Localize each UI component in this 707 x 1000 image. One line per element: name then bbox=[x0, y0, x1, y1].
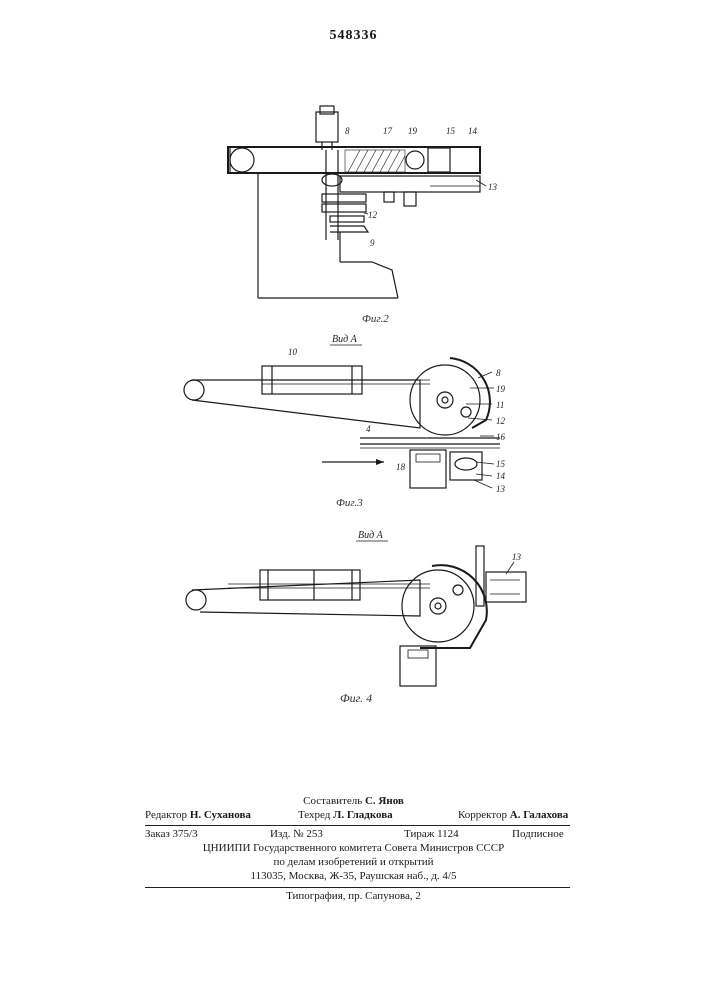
fig4-view-label: Вид А bbox=[358, 530, 384, 541]
subscription: Подписное bbox=[512, 828, 564, 840]
fig3-label-11: 11 bbox=[496, 400, 504, 410]
org-line-1: ЦНИИПИ Государственного комитета Совета … bbox=[0, 842, 707, 854]
fig2-label-14: 14 bbox=[468, 126, 478, 136]
edition: Изд. № 253 bbox=[270, 828, 323, 840]
editor: Редактор Н. Суханова bbox=[145, 809, 251, 821]
corrector-name: А. Галахова bbox=[510, 809, 569, 821]
fig3-label-19: 19 bbox=[496, 384, 506, 394]
figure-4 bbox=[186, 546, 526, 686]
divider-bottom bbox=[145, 887, 570, 888]
fig2-label-13: 13 bbox=[488, 182, 498, 192]
fig2-label-9: 9 bbox=[370, 238, 375, 248]
fig3-label-13: 13 bbox=[496, 484, 506, 494]
org-line-2: по делам изобретений и открытий bbox=[0, 856, 707, 868]
fig2-label-17: 17 bbox=[383, 126, 393, 136]
techred-name: Л. Гладкова bbox=[333, 809, 393, 821]
order: Заказ 375/3 bbox=[145, 828, 198, 840]
fig2-label-15: 15 bbox=[446, 126, 456, 136]
techred: Техред Л. Гладкова bbox=[298, 809, 393, 821]
fig3-label-15: 15 bbox=[496, 459, 506, 469]
fig3-view-label: Вид А bbox=[332, 334, 358, 345]
org-line-3: 113035, Москва, Ж-35, Раушская наб., д. … bbox=[0, 870, 707, 882]
fig4-label-13: 13 bbox=[512, 552, 522, 562]
editor-name: Н. Суханова bbox=[190, 809, 251, 821]
compiler-name: С. Янов bbox=[365, 795, 404, 807]
fig3-label-14: 14 bbox=[496, 471, 506, 481]
fig3-label-12: 12 bbox=[496, 416, 506, 426]
editor-label: Редактор bbox=[145, 809, 187, 821]
corrector: Корректор А. Галахова bbox=[458, 809, 568, 821]
fig2-label-19: 19 bbox=[408, 126, 418, 136]
compiler-label: Составитель bbox=[303, 795, 362, 807]
print-run: Тираж 1124 bbox=[404, 828, 459, 840]
fig3-caption: Фиг.3 bbox=[336, 497, 363, 509]
fig2-caption: Фиг.2 bbox=[362, 313, 389, 325]
fig2-label-8: 8 bbox=[345, 126, 350, 136]
fig3-label-4: 4 bbox=[366, 424, 371, 434]
fig3-label-18: 18 bbox=[396, 462, 406, 472]
printing-house: Типография, пр. Сапунова, 2 bbox=[0, 890, 707, 902]
divider-top bbox=[145, 825, 570, 826]
fig4-caption: Фиг. 4 bbox=[340, 691, 372, 705]
corrector-label: Корректор bbox=[458, 809, 507, 821]
technical-drawings: 8 17 19 15 14 13 12 9 Фиг.2 Вид А bbox=[0, 0, 707, 720]
fig3-label-10: 10 bbox=[288, 347, 298, 357]
fig3-label-16: 16 bbox=[496, 432, 506, 442]
fig3-label-8: 8 bbox=[496, 368, 501, 378]
techred-label: Техред bbox=[298, 809, 330, 821]
compiler-line: Составитель С. Янов bbox=[0, 795, 707, 807]
figure-3 bbox=[184, 358, 500, 488]
fig2-label-12: 12 bbox=[368, 210, 378, 220]
